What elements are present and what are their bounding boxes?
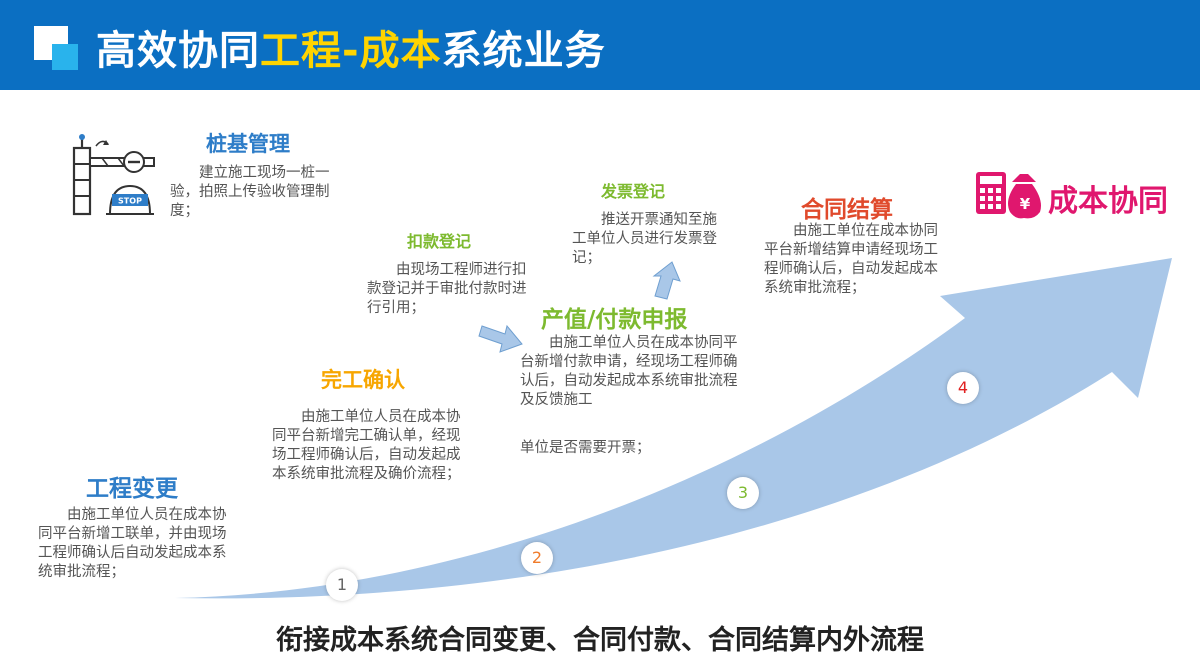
change-desc: 由施工单位人员在成本协同平台新增工联单，并由现场工程师确认后自动发起成本系统审批… xyxy=(38,507,227,580)
completion-desc: 由施工单位人员在成本协同平台新增完工确认单，经现场工程师确认后，自动发起成本系统… xyxy=(272,409,461,482)
pile-desc: 建立施工现场一桩一验，拍照上传验收管理制度； xyxy=(170,165,330,219)
svg-text:¥: ¥ xyxy=(1020,195,1031,213)
page-title: 高效协同工程-成本系统业务 xyxy=(96,18,606,76)
title-part-1: 高效协同 xyxy=(96,28,260,74)
step-badge-1: 1 xyxy=(326,569,358,601)
logo-square-cyan xyxy=(52,44,78,70)
calculator-money-bag-icon: ¥ xyxy=(976,172,1041,219)
step-badge-2: 2 xyxy=(521,542,553,574)
title-part-2: 工程-成本 xyxy=(260,28,442,74)
stop-sign-text: STOP xyxy=(118,197,142,206)
payment-to-invoice-arrow xyxy=(652,261,681,300)
step-badge-3: 3 xyxy=(727,477,759,509)
step-badge-4: 4 xyxy=(947,372,979,404)
invoice-title: 发票登记 xyxy=(601,182,666,201)
payment-desc-2: 单位是否需要开票； xyxy=(520,440,651,456)
title-part-3: 系统业务 xyxy=(441,28,606,74)
deduction-title: 扣款登记 xyxy=(407,232,472,251)
header-bar: 高效协同工程-成本系统业务 xyxy=(0,0,1200,90)
pile-title: 桩基管理 xyxy=(206,132,290,156)
payment-title: 产值/付款申报 xyxy=(541,307,688,333)
settlement-title: 合同结算 xyxy=(801,197,893,223)
barrier-gate-icon: STOP xyxy=(72,134,155,216)
cost-title: 成本协同 xyxy=(1048,184,1168,219)
invoice-desc: 推送开票通知至施工单位人员进行发票登记； xyxy=(572,212,717,266)
bottom-caption: 衔接成本系统合同变更、合同付款、合同结算内外流程 xyxy=(276,625,924,656)
flow-arrow-shape xyxy=(175,258,1172,599)
deduction-to-payment-arrow xyxy=(478,324,523,353)
settlement-desc: 由施工单位在成本协同平台新增结算申请经现场工程师确认后，自动发起成本系统审批流程… xyxy=(764,223,938,296)
deduction-desc: 由现场工程师进行扣款登记并于审批付款时进行引用； xyxy=(367,262,527,316)
completion-title: 完工确认 xyxy=(321,368,405,392)
payment-desc: 由施工单位人员在成本协同平台新增付款申请，经现场工程师确认后，自动发起成本系统审… xyxy=(520,335,738,408)
change-title: 工程变更 xyxy=(86,476,178,502)
